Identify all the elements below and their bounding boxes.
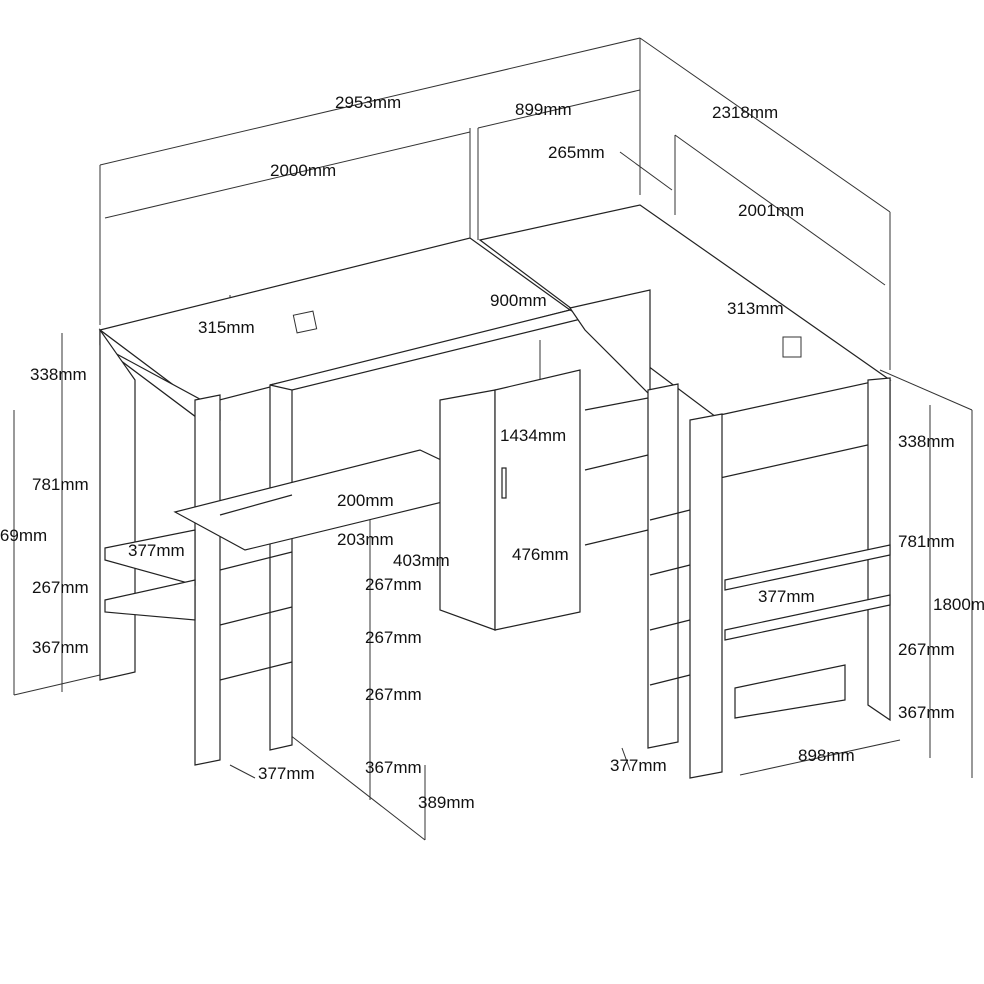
- wardrobe-cabinet: [439, 369, 581, 631]
- dim-label: 403mm: [393, 551, 450, 570]
- dim-label: 781mm: [32, 475, 89, 494]
- dim-label: 267mm: [898, 640, 955, 659]
- dim-label: 2953mm: [335, 93, 401, 112]
- dim-label: 898mm: [798, 746, 855, 765]
- dim-label: 377mm: [258, 764, 315, 783]
- dim-label: 265mm: [548, 143, 605, 162]
- dim-label: 781mm: [898, 532, 955, 551]
- dim-label: 338mm: [30, 365, 87, 384]
- dim-label: 899mm: [515, 100, 572, 119]
- dim-label: 367mm: [898, 703, 955, 722]
- dim-label: 203mm: [337, 530, 394, 549]
- dim-label: 2001mm: [738, 201, 804, 220]
- door-handle: [501, 467, 507, 499]
- dimension-labels: 2953mm 899mm 2318mm 265mm 2000mm 2001mm …: [0, 93, 984, 812]
- dim-label: 200mm: [337, 491, 394, 510]
- vent-icon: [782, 336, 802, 358]
- dim-label: 313mm: [727, 299, 784, 318]
- dim-label: 267mm: [32, 578, 89, 597]
- dim-label: 267mm: [365, 685, 422, 704]
- dim-label: 267mm: [365, 575, 422, 594]
- dim-label: 338mm: [898, 432, 955, 451]
- dim-label: 377mm: [610, 756, 667, 775]
- dim-label: 367mm: [32, 638, 89, 657]
- dim-label: 476mm: [512, 545, 569, 564]
- vent-icon: [292, 310, 318, 334]
- dim-label: 377mm: [128, 541, 185, 560]
- dim-label: 2000mm: [270, 161, 336, 180]
- dimension-lines: [13, 37, 973, 841]
- dim-label: 315mm: [198, 318, 255, 337]
- dim-label: 389mm: [418, 793, 475, 812]
- dim-label: 2318mm: [712, 103, 778, 122]
- dim-label: 267mm: [365, 628, 422, 647]
- dim-label: 1800mm: [933, 595, 984, 614]
- dim-label: 900mm: [490, 291, 547, 310]
- dim-label: 1434mm: [500, 426, 566, 445]
- dim-label: 367mm: [365, 758, 422, 777]
- right-bed: [478, 204, 892, 779]
- left-bed: [98, 237, 587, 766]
- dim-label: 377mm: [758, 587, 815, 606]
- dim-label: 1569mm: [0, 526, 47, 545]
